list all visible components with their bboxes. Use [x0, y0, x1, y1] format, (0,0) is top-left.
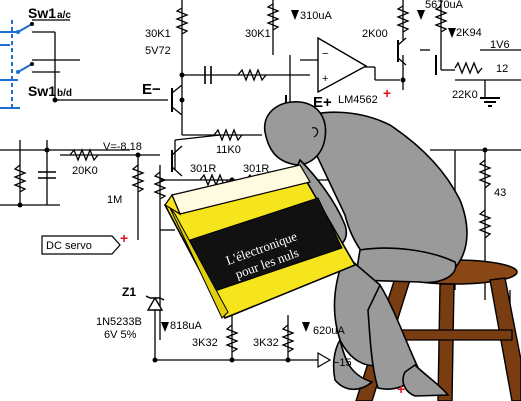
label-3k32-a: 3K32 [192, 337, 218, 349]
ground-icon [480, 97, 500, 107]
label-6v-5pct: 6V 5% [104, 329, 137, 341]
label-3k32-b: 3K32 [253, 337, 279, 349]
book [163, 164, 357, 320]
capacitors [38, 66, 212, 179]
red-plus-opamp: + [383, 85, 391, 101]
label-20k0: 20K0 [72, 165, 98, 177]
label-e-minus: E− [142, 81, 161, 98]
red-plus-servo: + [120, 230, 128, 246]
label-11k0: 11K0 [216, 144, 241, 156]
zener-diode [145, 295, 165, 311]
current-arrows [161, 10, 456, 332]
label-z1: Z1 [122, 285, 136, 299]
supply-arrow [317, 351, 332, 369]
switch-wiring [0, 20, 33, 109]
label-1m: 1M [107, 194, 122, 206]
op-amp-plus: + [322, 73, 328, 85]
label-12: 12 [496, 63, 508, 75]
op-amp-minus: − [322, 48, 328, 60]
label-818ua: 818uA [170, 320, 202, 332]
label-5670ua: 5670uA [425, 0, 464, 11]
label-1v6: 1V6 [490, 39, 510, 51]
label-2k94: 2K94 [456, 27, 482, 39]
label-dc-servo: DC servo [46, 240, 92, 252]
op-amp-symbol [317, 36, 368, 94]
switch-label-bd: Sw1b/d [28, 83, 72, 99]
dc-servo-tag [41, 235, 121, 255]
label-301r-b: 301R [243, 163, 269, 175]
red-plus-bottom: + [397, 381, 405, 397]
label-22k0: 22K0 [452, 89, 478, 101]
label-e-plus: E+ [313, 94, 332, 111]
label-v-neg818: V=-8.18 [103, 141, 142, 153]
label-1n5233b: 1N5233B [96, 316, 142, 328]
label-lm4562: LM4562 [338, 94, 378, 106]
label-5v72: 5V72 [145, 45, 171, 57]
label-30k1-mid: 30K1 [245, 28, 271, 40]
label-30k1-left: 30K1 [145, 28, 171, 40]
label-310ua: 310uA [300, 10, 332, 22]
switch-label-ac: Sw1a/c [28, 5, 71, 21]
label-neg15: −15 [333, 357, 352, 369]
label-43: 43 [494, 187, 506, 199]
resistors [13, 3, 492, 353]
label-301r-a: 301R [190, 163, 216, 175]
label-620ua: 620uA [313, 325, 345, 337]
label-2k00: 2K00 [362, 28, 388, 40]
